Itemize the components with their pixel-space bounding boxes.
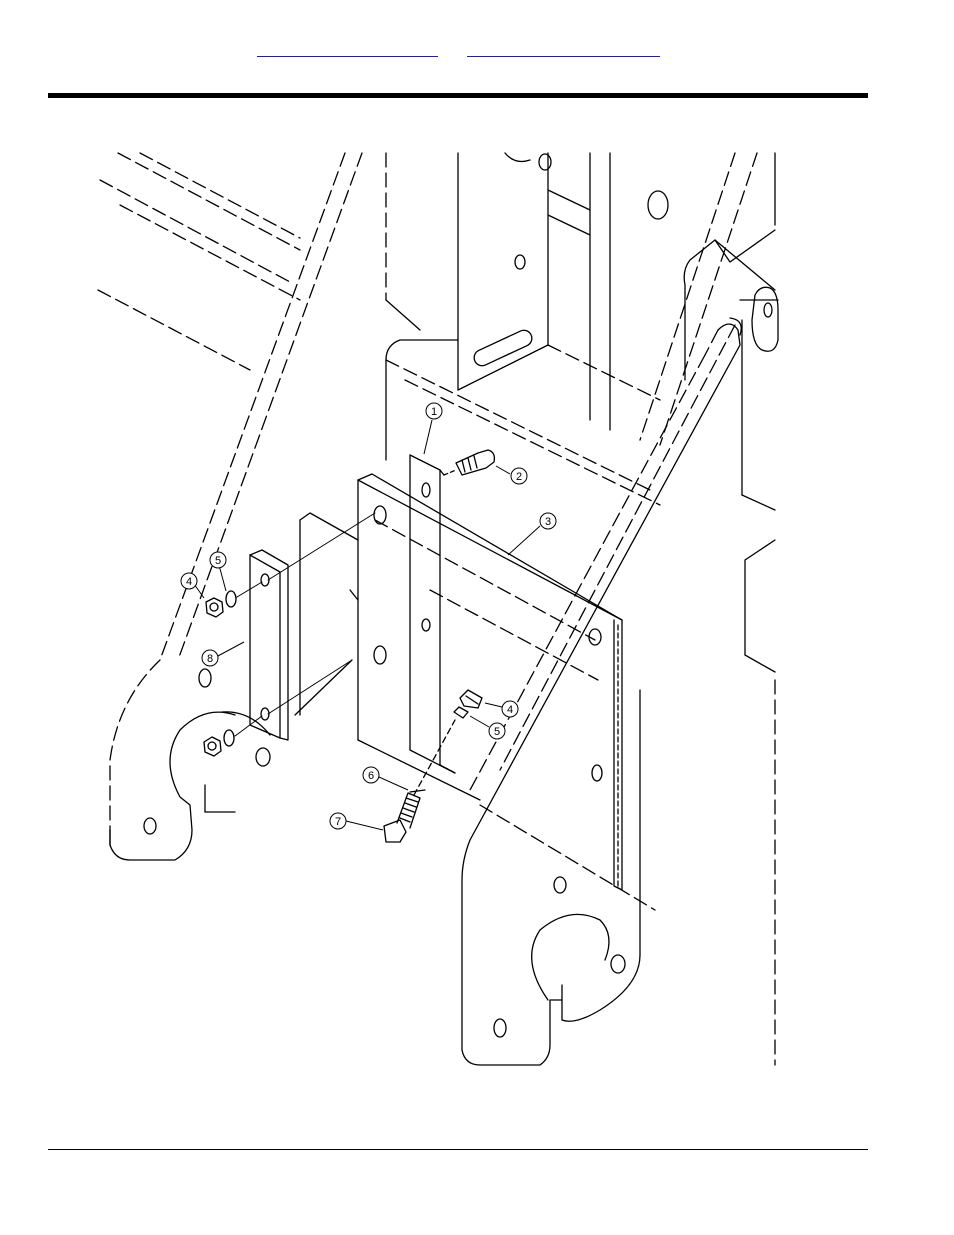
callout-4-right-label: 4 (507, 704, 513, 716)
upper-mount-block (386, 153, 660, 505)
bolt-2 (444, 450, 494, 475)
callout-2-label: 2 (516, 471, 522, 483)
left-arm-plate (110, 669, 270, 860)
callout-4-left-label: 4 (186, 576, 192, 588)
callout-3-label: 3 (545, 516, 551, 528)
nut-washer-lower (204, 716, 262, 756)
strap-bar-1 (410, 455, 455, 773)
footer-rule (48, 1149, 868, 1150)
callout-3: 3 (540, 513, 556, 529)
lock-washer-6 (410, 790, 425, 792)
callout-5-right: 5 (489, 723, 505, 739)
callout-1-label: 1 (431, 406, 437, 418)
left-frame-beams (98, 153, 362, 830)
callout-1: 1 (426, 403, 442, 419)
washer-5-right (454, 707, 468, 718)
nut-washer-upper (206, 582, 262, 617)
callout-2: 2 (511, 468, 527, 484)
right-upper-frame (640, 153, 778, 672)
callout-5-left: 5 (210, 552, 226, 568)
callout-7: 7 (330, 813, 346, 829)
callout-5-left-label: 5 (215, 555, 221, 567)
nut-4-right (460, 690, 482, 708)
callout-6-label: 6 (368, 770, 374, 782)
mounting-plate-3 (358, 474, 622, 890)
callout-5-right-label: 5 (494, 726, 500, 738)
bolt-7 (384, 720, 455, 842)
right-frame-arm (462, 324, 775, 1065)
callout-4-left: 4 (181, 573, 197, 589)
callout-4-right: 4 (502, 701, 518, 717)
callout-8-label: 8 (207, 653, 213, 665)
clamp-plate-8 (250, 513, 375, 740)
callout-8: 8 (202, 650, 218, 666)
callout-6: 6 (363, 767, 379, 783)
callout-7-label: 7 (335, 816, 341, 828)
